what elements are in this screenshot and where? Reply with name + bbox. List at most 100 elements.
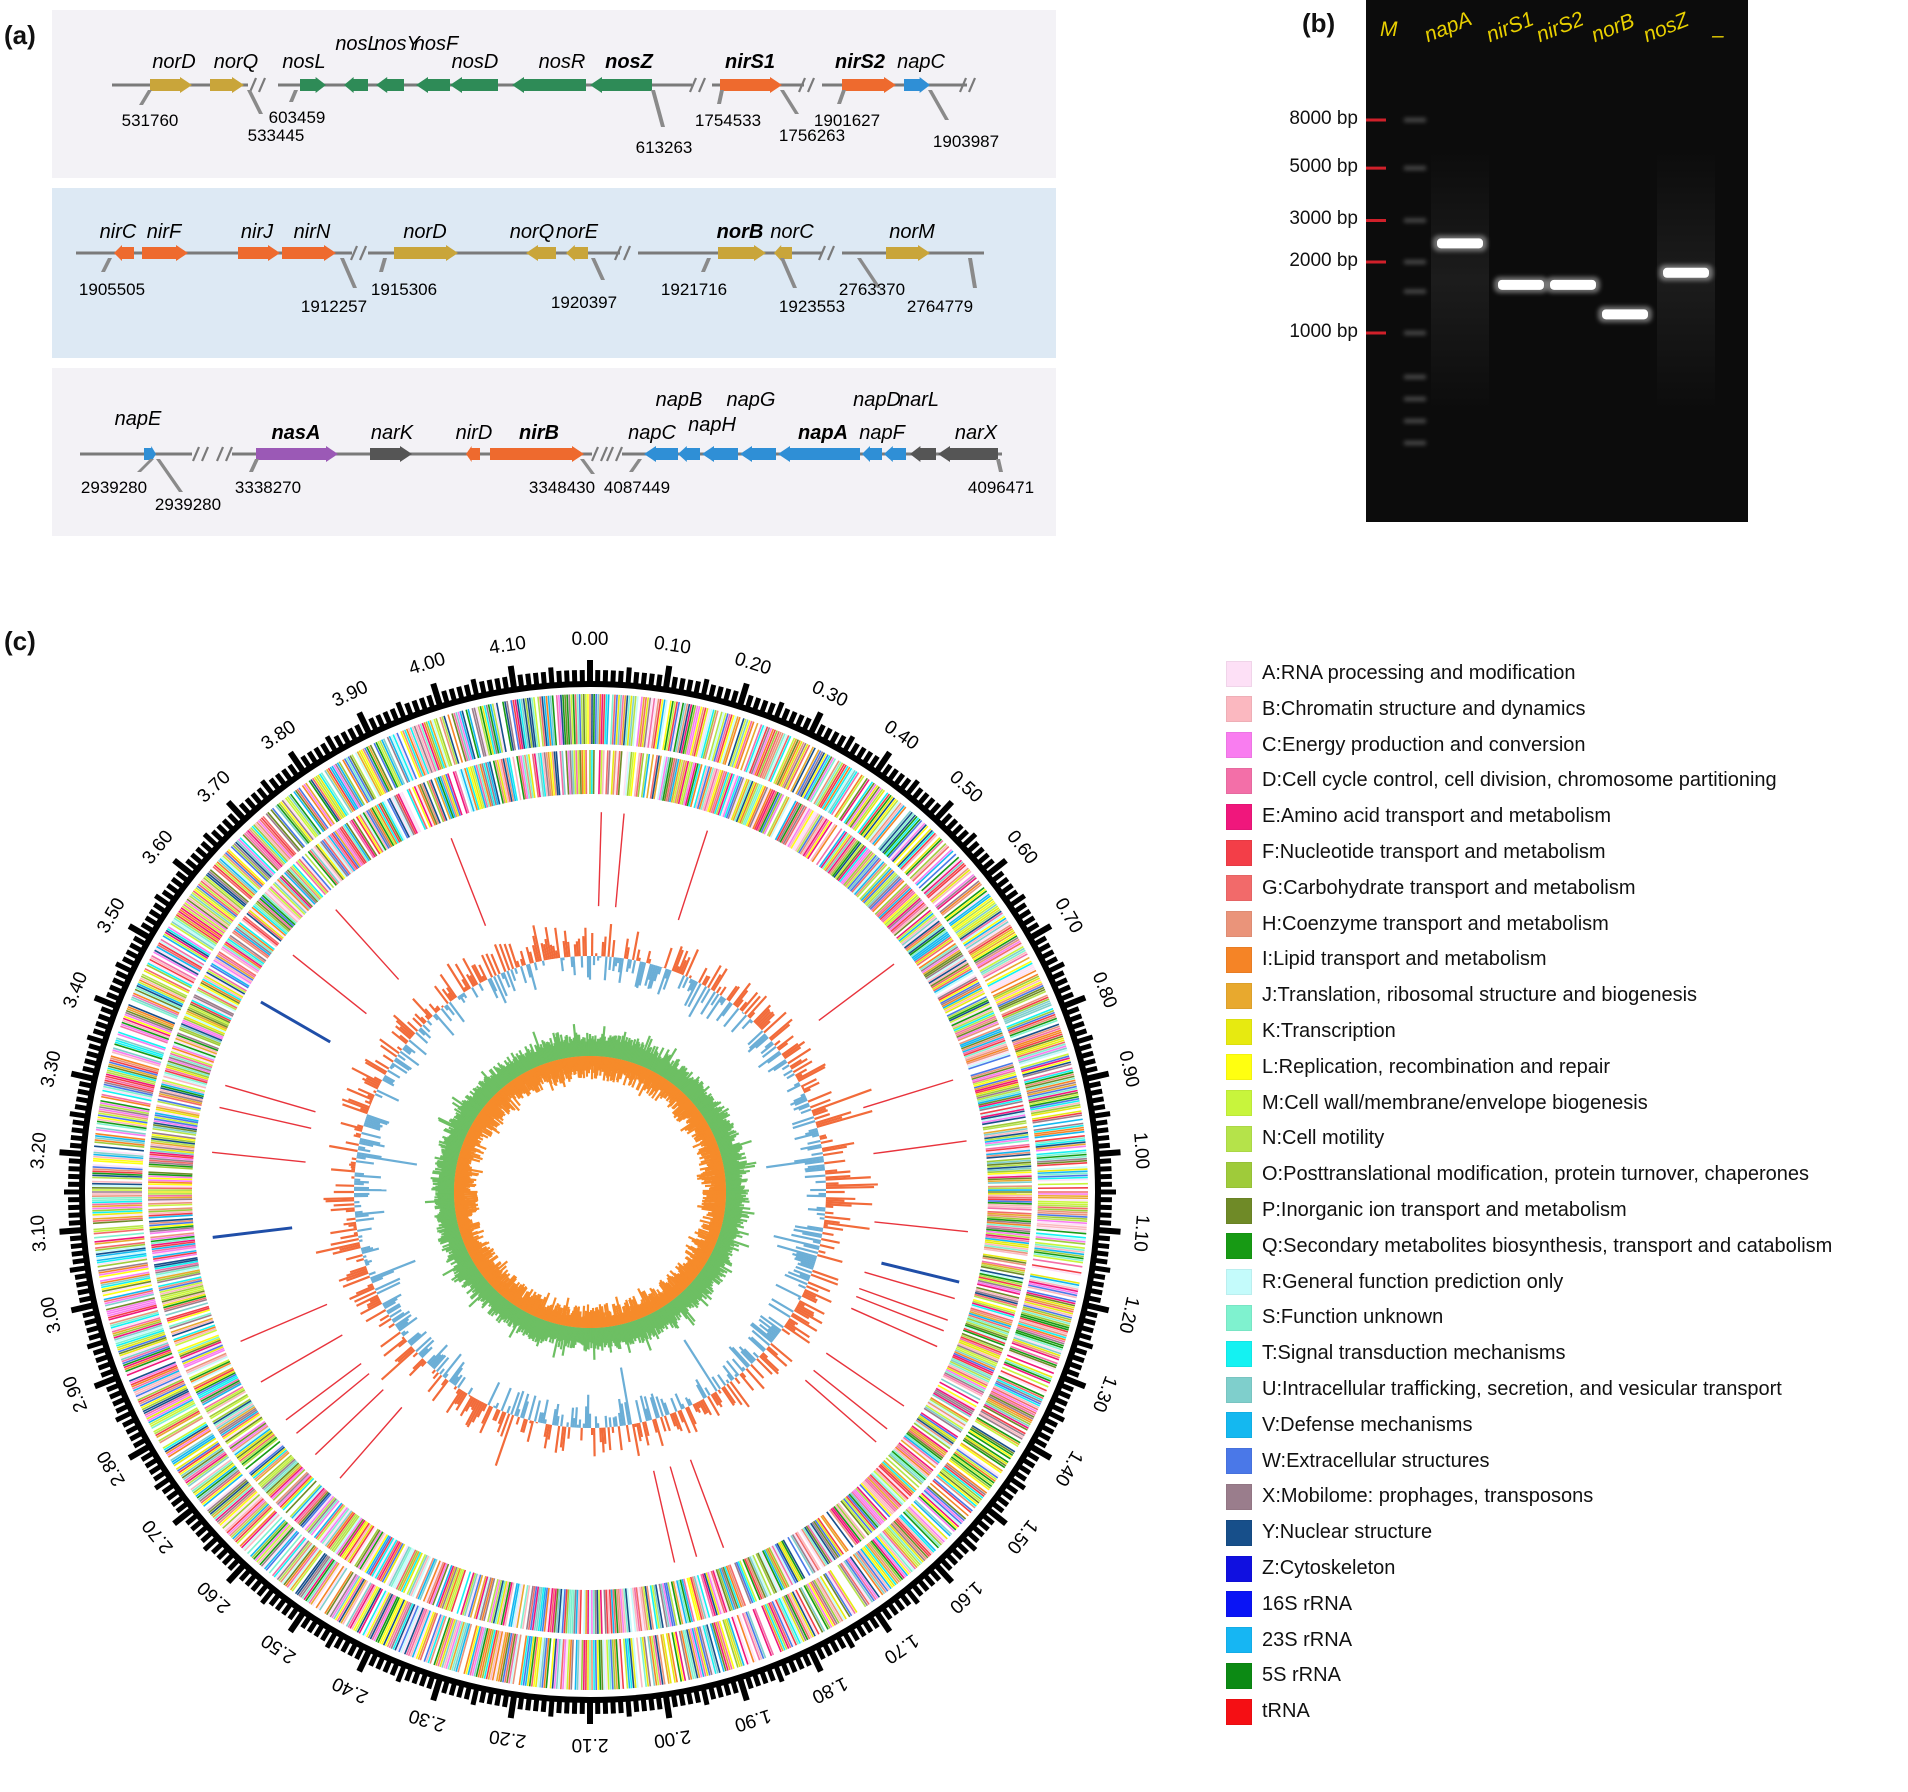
- ladder-band: [1404, 166, 1426, 171]
- legend-label: 16S rRNA: [1262, 1592, 1353, 1615]
- scale-tick-label: 2.50: [258, 1629, 300, 1667]
- axis-break: [191, 446, 210, 462]
- scale-tick-label: 1.00: [1129, 1131, 1153, 1169]
- legend-label: C:Energy production and conversion: [1262, 733, 1586, 756]
- gene-label-napE: napE: [115, 408, 162, 430]
- gene-arrow-napF: [884, 446, 906, 462]
- scale-ticks: [59, 660, 1121, 1724]
- coord-label: 2939280: [155, 495, 221, 514]
- coordinate-pointer: [701, 258, 711, 272]
- legend-item: T:Signal transduction mechanisms: [1226, 1339, 1565, 1368]
- legend-label: 5S rRNA: [1262, 1664, 1341, 1687]
- legend-swatch: [1226, 1125, 1252, 1152]
- ladder-label-5000-bp: 5000 bp: [1289, 156, 1358, 178]
- gene-label-norM: norM: [889, 221, 935, 243]
- gene-label-nirS1: nirS1: [725, 51, 775, 73]
- legend-swatch: [1226, 1483, 1252, 1510]
- scale-tick-label: 0.00: [572, 629, 609, 650]
- legend-swatch: [1226, 732, 1252, 759]
- coord-label: 3348430: [529, 478, 595, 497]
- axis-break: [613, 245, 632, 261]
- gc-skew-ring: [424, 1024, 757, 1360]
- legend-swatch: [1226, 1448, 1252, 1475]
- scale-tick-label: 1.30: [1088, 1373, 1121, 1415]
- coord-label: 4087449: [604, 478, 670, 497]
- scale-tick-label: 4.00: [406, 649, 448, 680]
- gene-label-narK: narK: [371, 422, 415, 444]
- legend-label: S:Function unknown: [1262, 1306, 1444, 1329]
- scale-tick-label: 0.50: [945, 767, 986, 808]
- legend-label: V:Defense mechanisms: [1262, 1413, 1473, 1436]
- gene-arrow-narK: [370, 446, 412, 462]
- coord-label: 1903987: [933, 132, 999, 151]
- ladder-band: [1404, 260, 1426, 264]
- gene-arrow-norB: [718, 245, 766, 261]
- band-nirS2: [1550, 279, 1596, 290]
- scale-tick-label: 1.90: [732, 1704, 774, 1735]
- coordinate-pointer: [651, 90, 665, 127]
- coord-label: 1756263: [779, 126, 845, 145]
- gene-label-norE: norE: [556, 221, 599, 243]
- legend-label: I:Lipid transport and metabolism: [1262, 948, 1547, 971]
- legend-swatch: [1226, 1555, 1252, 1582]
- band-nirS1: [1498, 279, 1544, 290]
- gene-arrow-nirD: [466, 446, 480, 462]
- legend-label: A:RNA processing and modification: [1262, 662, 1576, 684]
- gene-label-nirF: nirF: [147, 221, 183, 243]
- axis-break: [688, 77, 707, 93]
- legend-label: N:Cell motility: [1262, 1127, 1385, 1150]
- legend-swatch: [1226, 1627, 1252, 1654]
- gene-label-napB: napB: [656, 389, 703, 411]
- ladder-band: [1404, 419, 1426, 423]
- scale-tick-label: 0.70: [1050, 894, 1087, 937]
- legend-swatch: [1226, 875, 1252, 902]
- legend-item: O:Posttranslational modification, protei…: [1226, 1160, 1809, 1189]
- legend-swatch: [1226, 1161, 1252, 1188]
- gene-label-napA: napA: [798, 422, 848, 444]
- coordinate-pointer: [101, 258, 112, 272]
- gene-arrow-napC: [644, 446, 678, 462]
- coordinate-pointer: [156, 459, 183, 492]
- scale-tick-label: 2.90: [59, 1373, 92, 1415]
- legend-item: K:Transcription: [1226, 1017, 1396, 1046]
- legend-swatch: [1226, 1233, 1252, 1260]
- ladder-band: [1404, 331, 1426, 335]
- scale-tick-label: 3.60: [138, 827, 177, 869]
- gene-label-nosL: nosL: [282, 51, 325, 73]
- scale-tick-label: 3.40: [59, 969, 92, 1011]
- scale-tick-label: 0.10: [652, 633, 692, 659]
- legend-item: V:Defense mechanisms: [1226, 1411, 1472, 1440]
- coordinate-pointer: [289, 90, 298, 102]
- scale-tick-label: 3.80: [258, 716, 300, 754]
- legend-item: A:RNA processing and modification: [1226, 659, 1576, 688]
- legend-swatch: [1226, 1090, 1252, 1117]
- gene-label-nirB: nirB: [519, 422, 559, 444]
- gene-label-norD: norD: [152, 51, 195, 73]
- coord-label: 1923553: [779, 297, 845, 316]
- gene-arrow-nosZ: [590, 77, 652, 93]
- axis-break: [349, 245, 368, 261]
- scale-tick-label: 2.80: [93, 1447, 130, 1490]
- gene-arrow-nirC: [114, 245, 134, 261]
- gene-arrow-nirF: [142, 245, 188, 261]
- legend-label: O:Posttranslational modification, protei…: [1262, 1163, 1809, 1186]
- scale-tick-label: 2.40: [329, 1672, 371, 1707]
- axis-break: [605, 446, 624, 462]
- legend-swatch: [1226, 1018, 1252, 1045]
- coord-label: 603459: [269, 108, 326, 127]
- scale-tick-label: 3.00: [37, 1295, 66, 1336]
- gene-arrow-napH: [702, 446, 738, 462]
- legend-label: E:Amino acid transport and metabolism: [1262, 805, 1612, 828]
- coordinate-pointer: [996, 459, 1003, 472]
- gene-arrow-narX: [938, 446, 998, 462]
- band-napA: [1437, 238, 1483, 249]
- ladder-label-8000-bp: 8000 bp: [1289, 108, 1358, 129]
- gene-label-napC: napC: [628, 422, 676, 444]
- gene-arrow-norQ: [526, 245, 556, 261]
- coordinate-pointer: [340, 258, 357, 288]
- scale-tick-label: 0.90: [1114, 1049, 1143, 1090]
- gene-label-nirC: nirC: [100, 221, 137, 243]
- coordinate-pointer: [249, 459, 259, 472]
- coordinate-pointer: [139, 90, 152, 105]
- scale-tick-label: 0.30: [808, 677, 850, 712]
